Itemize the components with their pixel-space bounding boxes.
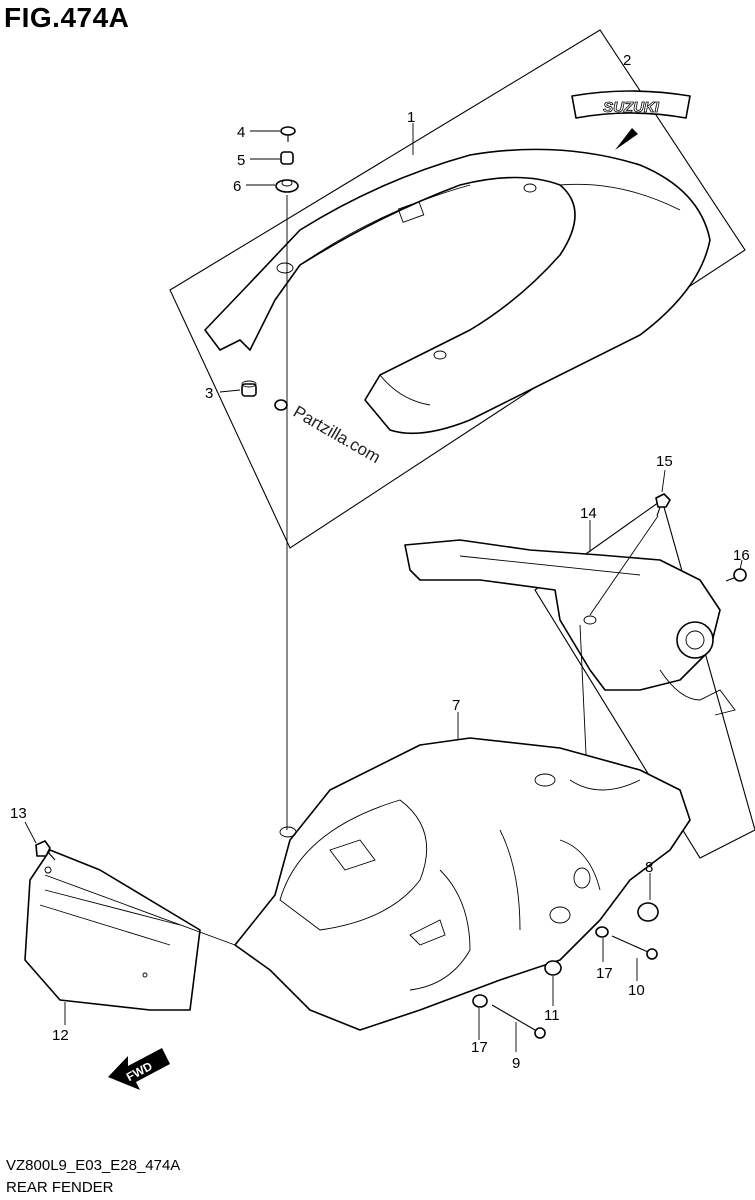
callout-6: 6 [233,178,241,195]
part-washer-17-right [595,926,609,938]
part-bracket [404,539,736,716]
callout-17-left: 17 [471,1039,488,1056]
part-bolt-10 [611,935,658,960]
callout-1: 1 [407,109,415,126]
callout-12: 12 [52,1027,69,1044]
callout-13: 13 [10,805,27,822]
part-bolt-13 [35,840,56,861]
group-frame-cowl [169,29,746,549]
callout-15: 15 [656,453,673,470]
fwd-arrow-icon: FWD [108,1048,170,1090]
callout-7: 7 [452,697,460,714]
part-cushion-6 [275,179,299,193]
emblem-logo-text: SUZUKI [603,99,660,116]
callout-17-right: 17 [596,965,613,982]
group-frame-bracket [534,499,755,859]
part-spacer-5 [280,151,294,165]
watermark-text: Partzilla.com [290,402,384,467]
part-collar-11 [544,960,562,976]
callout-16: 16 [733,547,750,564]
figure-name: REAR FENDER [6,1179,114,1196]
callout-10: 10 [628,982,645,999]
callout-3: 3 [205,385,213,402]
part-emblem: SUZUKI [571,90,691,150]
figure-code: VZ800L9_E03_E28_474A [6,1157,181,1174]
callout-8: 8 [645,859,653,876]
part-bolt-16 [725,568,747,582]
callout-2: 2 [623,52,631,69]
part-washer-17-left [472,994,488,1008]
part-cushion-8 [637,902,659,922]
callout-11: 11 [544,1007,560,1024]
part-rear-fender [234,737,691,1031]
callout-9: 9 [512,1055,520,1072]
part-cushion-3 [241,380,257,397]
callout-4: 4 [237,124,245,141]
part-side-cover [24,849,201,1011]
part-screw-4 [280,126,296,142]
part-bolt-9 [491,1004,546,1039]
part-bolt-15 [655,493,671,517]
part-seat-cowl [204,148,711,435]
figure-title: FIG.474A [4,2,130,33]
callout-5: 5 [237,152,245,169]
assembly-line-cover [44,874,236,946]
part-washer-small [274,399,288,411]
callout-14: 14 [580,505,597,522]
